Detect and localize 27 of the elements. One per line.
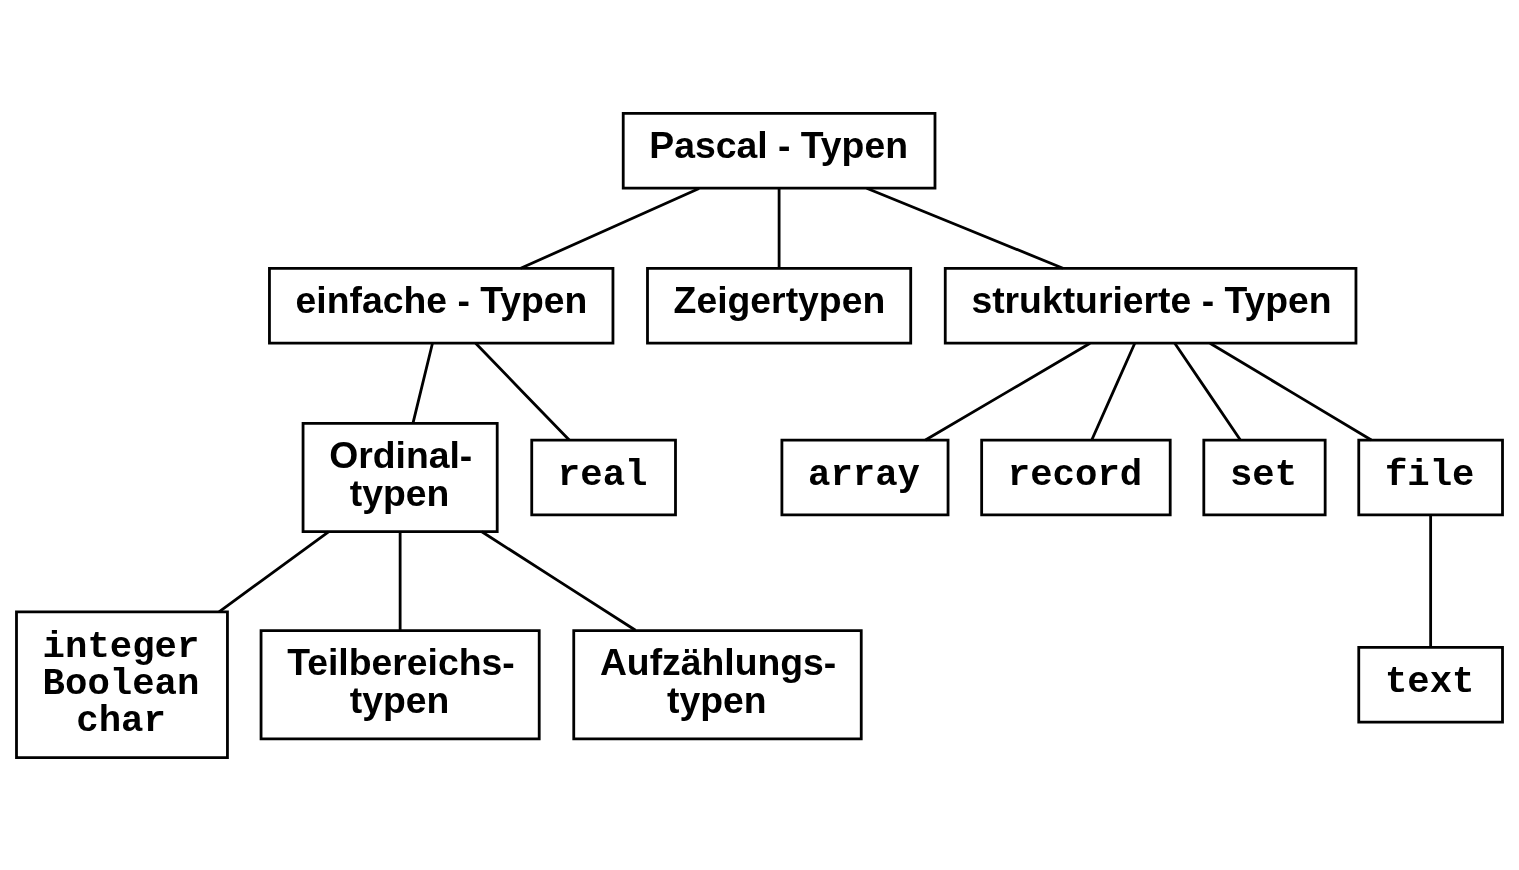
connector — [1209, 341, 1373, 441]
connector — [777, 188, 781, 268]
connector — [924, 341, 1091, 441]
node-box: Aufzählungs- typen — [572, 628, 863, 740]
connector — [520, 186, 700, 270]
connector — [866, 186, 1064, 269]
node-box: array — [780, 438, 950, 516]
connector — [411, 342, 434, 423]
connector — [474, 341, 571, 441]
node-box: set — [1202, 438, 1327, 516]
node-box: einfache - Typen — [268, 266, 615, 344]
node-box: strukturierte - Typen — [943, 266, 1358, 344]
connector — [481, 530, 637, 631]
connector — [398, 531, 402, 630]
connector — [1429, 514, 1433, 647]
node-box: text — [1357, 645, 1504, 723]
connector — [218, 530, 330, 613]
node-box: Teilbereichs- typen — [259, 628, 541, 740]
node-box: Pascal - Typen — [621, 111, 937, 190]
node-box: record — [980, 438, 1172, 516]
connector — [1173, 341, 1242, 441]
node-box: integer Boolean char — [15, 610, 229, 759]
node-box: Zeigertypen — [646, 266, 913, 344]
connector — [1090, 342, 1137, 441]
node-box: file — [1357, 438, 1504, 516]
node-box: Ordinal- typen — [301, 421, 499, 533]
node-box: real — [530, 438, 677, 516]
